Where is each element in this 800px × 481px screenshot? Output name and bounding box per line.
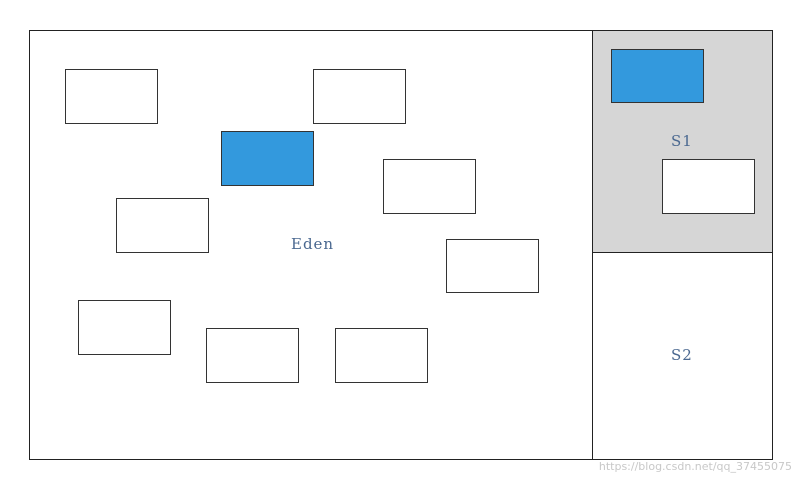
- s1-live-object: [611, 49, 704, 103]
- eden-object: [116, 198, 209, 253]
- eden-label: Eden: [291, 235, 335, 253]
- eden-object: [78, 300, 171, 355]
- eden-object: [335, 328, 428, 383]
- watermark: https://blog.csdn.net/qq_37455075: [598, 460, 792, 473]
- eden-object: [65, 69, 158, 124]
- eden-object: [446, 239, 539, 293]
- s1-object: [662, 159, 755, 214]
- eden-object: [383, 159, 476, 214]
- eden-live-object: [221, 131, 314, 186]
- survivor-s2-region: [592, 252, 773, 460]
- s1-label: S1: [671, 132, 693, 150]
- s2-label: S2: [671, 346, 693, 364]
- eden-object: [313, 69, 406, 124]
- eden-object: [206, 328, 299, 383]
